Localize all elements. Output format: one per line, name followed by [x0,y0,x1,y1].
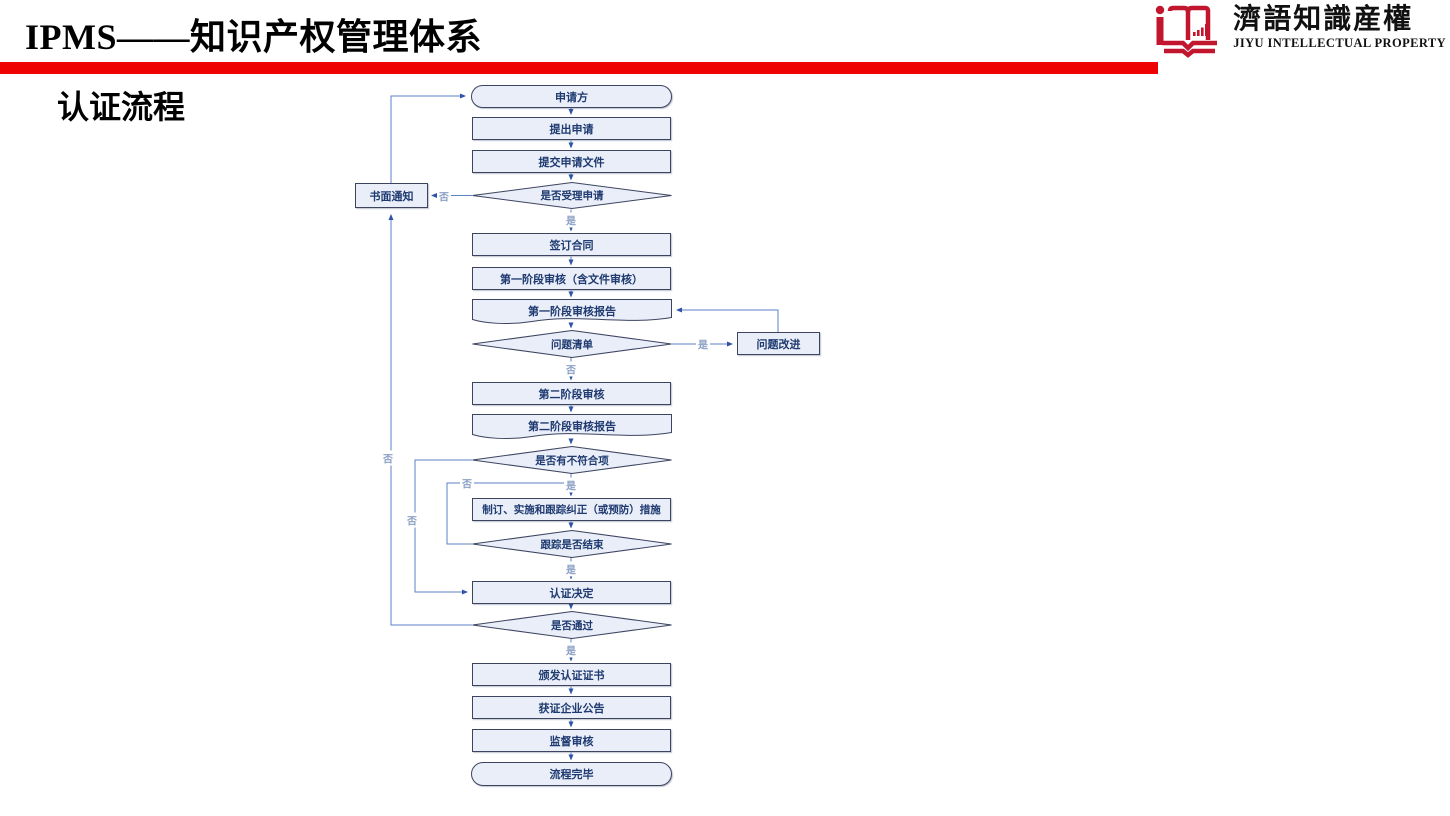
edge-label-no-nonconformity: 否 [405,512,419,528]
node-issue-certificate: 颁发认证证书 [472,663,671,686]
node-submit-documents: 提交申请文件 [472,150,671,173]
edge-label-yes-problem: 是 [696,336,710,352]
node-sign-contract: 签订合同 [472,233,671,256]
edge-label-no-pass: 否 [381,450,395,466]
edge-label-yes-accept: 是 [564,212,578,228]
open-book-icon [1155,4,1225,58]
node-written-notice: 书面通知 [355,183,428,208]
node-stage2-report: 第二阶段审核报告 [472,414,672,441]
red-divider [0,62,1158,74]
node-company-announcement: 获证企业公告 [472,696,671,719]
edge-label-yes-nonconformity: 是 [564,477,578,493]
node-process-complete: 流程完毕 [471,762,672,786]
node-stage1-audit: 第一阶段审核（含文件审核） [472,267,671,290]
node-tracking-done-decision: 跟踪是否结束 [472,530,672,558]
node-applicant: 申请方 [471,85,672,108]
node-supervision-audit: 监督审核 [472,729,671,752]
page-title: IPMS——知识产权管理体系 [25,17,483,57]
node-pass-decision: 是否通过 [472,611,672,639]
edge-label-yes-tracking: 是 [564,561,578,577]
edge-label-no-problem: 否 [564,361,578,377]
edge-label-no-tracking: 否 [460,475,474,491]
node-certification-decision: 认证决定 [472,581,671,604]
node-stage2-audit: 第二阶段审核 [472,382,671,405]
node-accept-decision: 是否受理申请 [472,182,672,209]
edge-label-yes-pass: 是 [564,642,578,658]
node-submit-application: 提出申请 [472,117,671,140]
edge-label-no-accept: 否 [437,188,451,204]
section-title: 认证流程 [57,89,186,125]
node-nonconformity-decision: 是否有不符合项 [472,446,672,474]
node-corrective-measures: 制订、实施和跟踪纠正（或预防）措施 [472,498,671,521]
company-logo: 濟語知識産權 JIYU INTELLECTUAL PROPERTY [1155,4,1446,58]
logo-english-name: JIYU INTELLECTUAL PROPERTY [1233,36,1446,51]
node-stage1-report: 第一阶段审核报告 [472,299,672,326]
node-problem-improvement: 问题改进 [737,332,820,355]
logo-chinese-name: 濟語知識産權 [1233,4,1414,35]
node-problem-list: 问题清单 [472,330,672,358]
